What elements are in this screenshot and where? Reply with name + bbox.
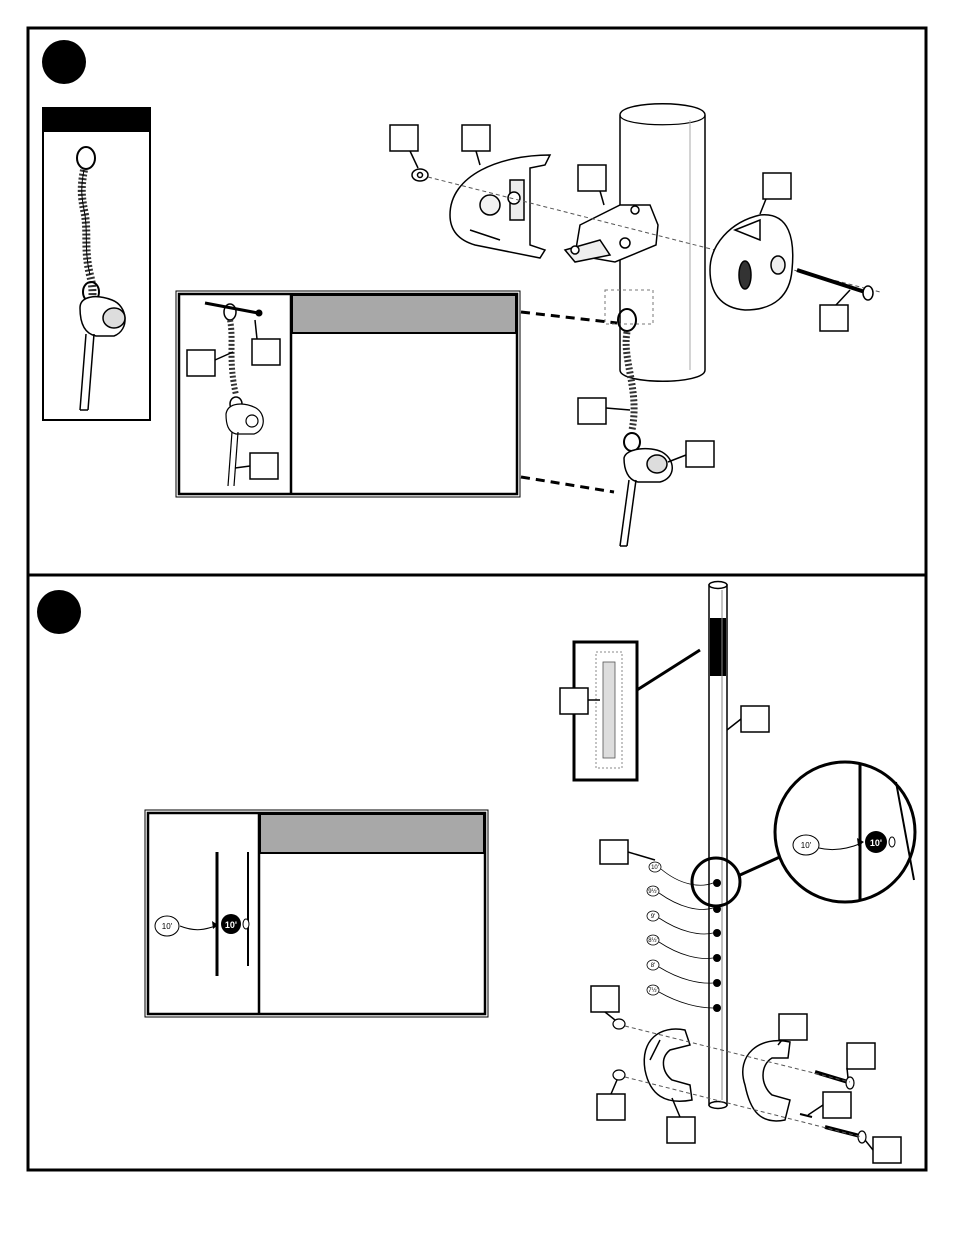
long-bolt-illustration-top	[797, 270, 873, 300]
step-panel-top	[42, 40, 880, 546]
zoom-marker-label-filled: 10'	[870, 838, 882, 848]
part-tag	[779, 1014, 807, 1040]
part-tag	[763, 173, 791, 199]
step-panel-bottom: 10' 10' 10'	[37, 582, 915, 1164]
zoom-detail-circle: 10' 10'	[775, 762, 915, 902]
svg-text:8': 8'	[651, 963, 655, 969]
svg-text:9': 9'	[651, 914, 655, 920]
step-number-badge	[42, 40, 86, 84]
zoom-connector	[740, 856, 782, 875]
step-number-badge	[37, 590, 81, 634]
svg-text:8½': 8½'	[648, 937, 658, 944]
parts-inset-header	[43, 108, 150, 132]
part-tag	[820, 305, 848, 331]
part-tag	[187, 350, 215, 376]
part-tag	[250, 453, 278, 479]
part-tag	[873, 1137, 901, 1163]
svg-text:10': 10'	[651, 865, 659, 871]
part-tag	[686, 441, 714, 467]
clamp-half-left-illustration	[644, 1029, 692, 1101]
parts-inset-box	[43, 108, 150, 420]
callout-connector-upper	[521, 312, 617, 323]
part-tag	[252, 339, 280, 365]
clamp-shell-left-illustration	[450, 155, 550, 258]
part-tag	[591, 986, 619, 1012]
nut-illustrations-bottom	[613, 1019, 625, 1080]
clamp-shell-right-illustration	[710, 215, 793, 310]
callout-box-top	[176, 291, 520, 497]
part-tag	[667, 1117, 695, 1143]
part-tag	[741, 706, 769, 732]
part-tag	[823, 1092, 851, 1118]
part-tag	[600, 840, 628, 864]
pole-illustration-bottom	[709, 582, 727, 1109]
part-tag	[847, 1043, 875, 1069]
svg-text:7½': 7½'	[648, 987, 658, 994]
part-tag	[597, 1094, 625, 1120]
zoom-marker-label-outline: 10'	[801, 841, 812, 850]
part-tag	[390, 125, 418, 151]
callout-connector-lower	[521, 477, 614, 492]
height-marker-label-filled: 10'	[225, 920, 237, 930]
svg-text:9½': 9½'	[648, 888, 658, 895]
callout-box-bottom: 10' 10'	[145, 810, 488, 1017]
part-tag	[462, 125, 490, 151]
part-tag	[578, 398, 606, 424]
height-marker-label-outline: 10'	[162, 922, 173, 931]
callout-header-bar	[292, 295, 516, 333]
part-tag	[560, 688, 588, 714]
callout-header-bar	[260, 814, 484, 853]
nut-illustration-top	[412, 169, 428, 181]
decal-inset	[574, 642, 700, 780]
pole-decal	[710, 618, 726, 676]
part-tag	[578, 165, 606, 191]
